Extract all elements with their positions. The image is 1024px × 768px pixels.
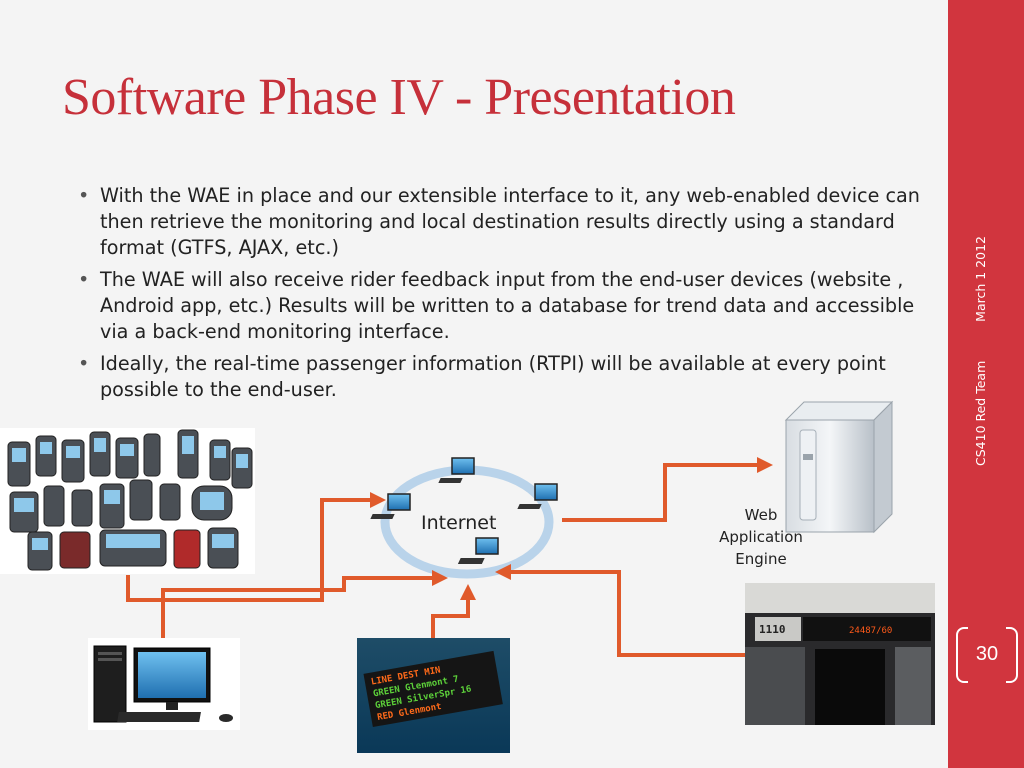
network-computer-icon [370, 493, 411, 519]
arrow-internet-to-wae [562, 457, 773, 522]
wae-label-line: Web [744, 506, 778, 524]
slide: Software Phase IV - Presentation With th… [0, 0, 948, 768]
slide-title: Software Phase IV - Presentation [62, 69, 736, 126]
page-number: 30 [975, 643, 999, 665]
bus-led-sign: 24487/60 [849, 626, 892, 636]
network-computer-icon [457, 537, 499, 564]
data-flow-arrows [126, 457, 773, 657]
mobile-devices-image [0, 428, 255, 574]
bullet-item: Ideally, the real-time passenger informa… [74, 351, 944, 403]
bracket-right [1006, 627, 1018, 683]
arrow-phones-to-internet [126, 492, 386, 602]
arrow-bus-to-internet [495, 564, 745, 657]
bullet-item: With the WAE in place and our extensible… [74, 183, 944, 261]
desktop-computer-image [88, 638, 240, 730]
wae-label-line: Application [719, 528, 803, 546]
footer-team: CS410 Red Team [973, 360, 988, 466]
wae-label-line: Engine [735, 550, 787, 568]
footer-date: March 1 2012 [973, 236, 988, 322]
internet-label: Internet [421, 512, 497, 534]
network-computer-icon [517, 483, 558, 509]
web-application-engine-label: Web Application Engine [700, 504, 822, 570]
arrow-sign-to-internet [431, 584, 476, 638]
architecture-diagram: LINE DEST MIN GREEN Glenmont 7 GREEN Sil… [0, 400, 935, 753]
bullet-list: With the WAE in place and our extensible… [74, 183, 944, 409]
station-sign-image: LINE DEST MIN GREEN Glenmont 7 GREEN Sil… [357, 638, 510, 753]
bus-interior-image: 1110 24487/60 [745, 583, 935, 725]
network-computer-icon [438, 457, 475, 483]
bracket-left [956, 627, 968, 683]
server-tower-icon [784, 400, 894, 534]
bus-sign-number: 1110 [759, 623, 786, 636]
arrow-desktop-to-internet [161, 570, 448, 640]
sign-row-header: LINE DEST MIN [370, 665, 441, 687]
sidebar-footer-text: CS410 Red Team March 1 2012 [973, 236, 999, 466]
bullet-item: The WAE will also receive rider feedback… [74, 267, 944, 345]
page-number-box: 30 [956, 627, 1018, 683]
sidebar-rail [948, 0, 1024, 768]
